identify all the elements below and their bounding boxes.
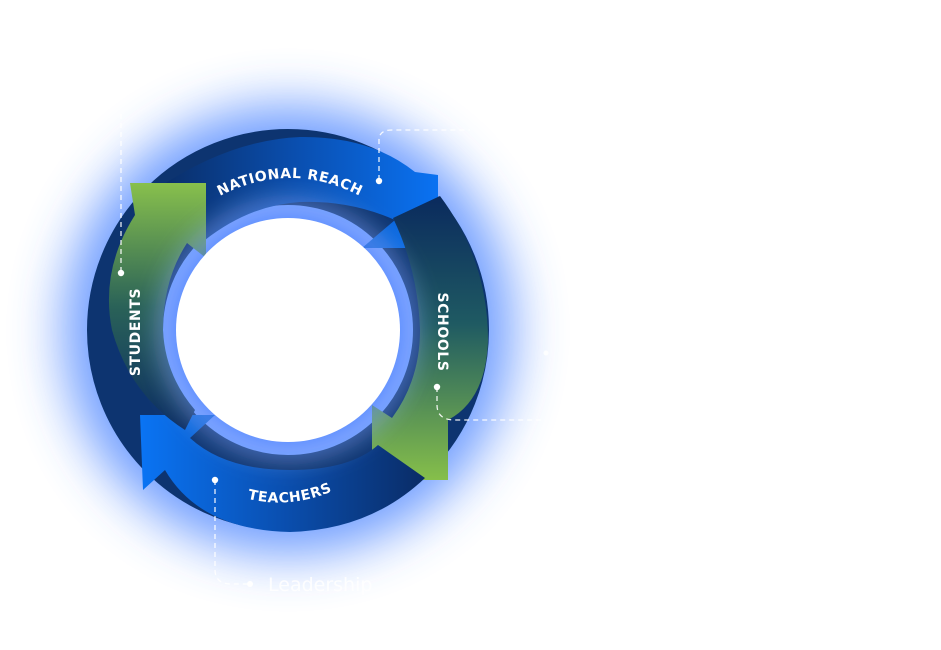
callout-dot-national-reach bbox=[375, 177, 383, 185]
callout-dot-teachers bbox=[211, 476, 219, 484]
callout-line-teachers bbox=[214, 480, 250, 585]
callout-line-national-reach bbox=[378, 129, 470, 180]
callout-dot-students bbox=[117, 269, 125, 277]
callout-dots bbox=[117, 177, 549, 587]
segment-teachers bbox=[140, 415, 425, 532]
label-schools: SCHOOLS bbox=[434, 292, 450, 371]
callout-dot-schools bbox=[433, 383, 441, 391]
callout-dot-leadership bbox=[247, 581, 253, 587]
callout-lines bbox=[120, 110, 545, 585]
ring-hole bbox=[176, 218, 400, 442]
segment-students bbox=[108, 183, 206, 430]
segment-schools bbox=[372, 196, 488, 480]
callout-dot-schools-end bbox=[543, 350, 549, 356]
label-students: STUDENTS bbox=[128, 288, 144, 376]
callout-leadership: Leadership bbox=[268, 574, 372, 596]
callout-line-schools bbox=[436, 387, 545, 421]
